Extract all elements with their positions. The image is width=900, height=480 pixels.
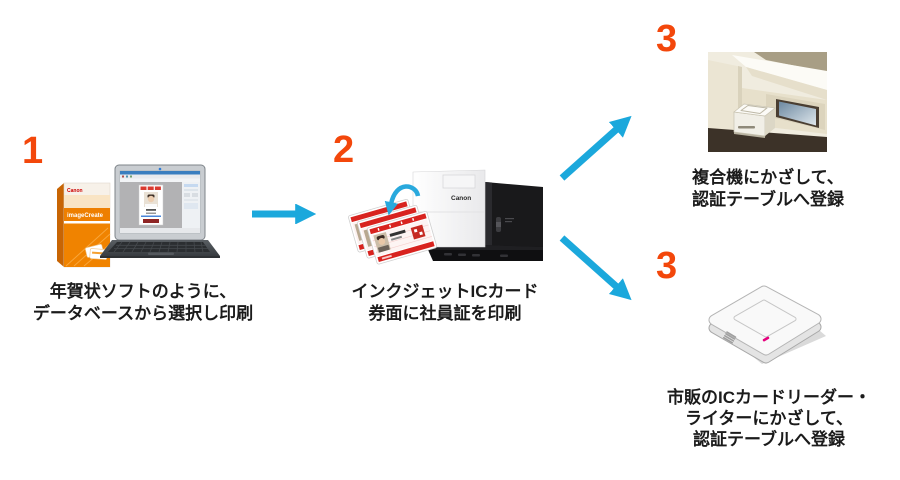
step-3-top-caption: 複合機にかざして、 認証テーブルへ登録: [658, 167, 878, 211]
step-3-bottom-number: 3: [656, 245, 678, 287]
step-3-top-caption-line-2: 認証テーブルへ登録: [692, 190, 844, 209]
id-card-preview-icon: [138, 184, 164, 226]
card-reader-icon: [708, 285, 826, 364]
multifunction-printer-illustration: [708, 52, 827, 152]
mfp-feeder-icon: [754, 52, 827, 72]
step-2-caption: インクジェットICカード 券面に社員証を印刷: [335, 281, 555, 325]
step-1-number: 1: [22, 130, 44, 172]
step-3-top-caption-line-1: 複合機にかざして、: [692, 168, 844, 187]
software-box-product-text: imageCreate: [67, 213, 104, 219]
step-1-caption-line-1: 年賀状ソフトのように、: [49, 282, 237, 301]
ic-card-reader-illustration: [708, 285, 826, 364]
step-3-bottom-caption: 市販のICカードリーダー・ ライターにかざして、 認証テーブルへ登録: [654, 387, 884, 450]
curved-arrow-icon: [384, 184, 421, 216]
webcam-dot-icon: [158, 167, 162, 171]
reader-led-icon: [762, 336, 770, 342]
card-stack-icon: [85, 243, 108, 260]
reader-vents-icon: [722, 331, 737, 344]
software-box-and-laptop-illustration: Canon imageCreate: [57, 164, 220, 268]
step-2-number: 2: [333, 129, 355, 171]
ic-card-printer-illustration: Canon: [348, 169, 543, 265]
step-3-bottom-caption-line-2: ライターにかざして、: [685, 409, 853, 428]
step-1-caption-line-2: データベースから選択し印刷: [32, 304, 254, 323]
printer-brand-text: Canon: [451, 195, 471, 202]
arrow-right-icon: [252, 204, 317, 224]
touchpad-icon: [148, 252, 174, 255]
printer-rear-unit-icon: [485, 182, 543, 253]
software-box-brand-text: Canon: [67, 188, 83, 194]
arrow-down-right-icon: [559, 235, 632, 301]
id-card-software-window-icon: [120, 171, 200, 233]
arrow-up-right-icon: [559, 115, 632, 181]
step-2-caption-line-1: インクジェットICカード: [351, 282, 539, 301]
laptop-icon: [100, 164, 220, 258]
keyboard-keys-icon: [113, 241, 208, 253]
mfp-touchscreen-icon: [779, 101, 816, 126]
mfp-card-reader-icon: [733, 103, 776, 138]
step-3-top-number: 3: [656, 18, 678, 60]
mfp-body-icon: [708, 60, 742, 146]
step-2-caption-line-2: 券面に社員証を印刷: [368, 304, 522, 323]
step-1-caption: 年賀状ソフトのように、 データベースから選択し印刷: [13, 281, 273, 325]
step-3-bottom-caption-line-1: 市販のICカードリーダー・: [667, 388, 871, 407]
step-3-bottom-caption-line-3: 認証テーブルへ登録: [693, 430, 845, 449]
